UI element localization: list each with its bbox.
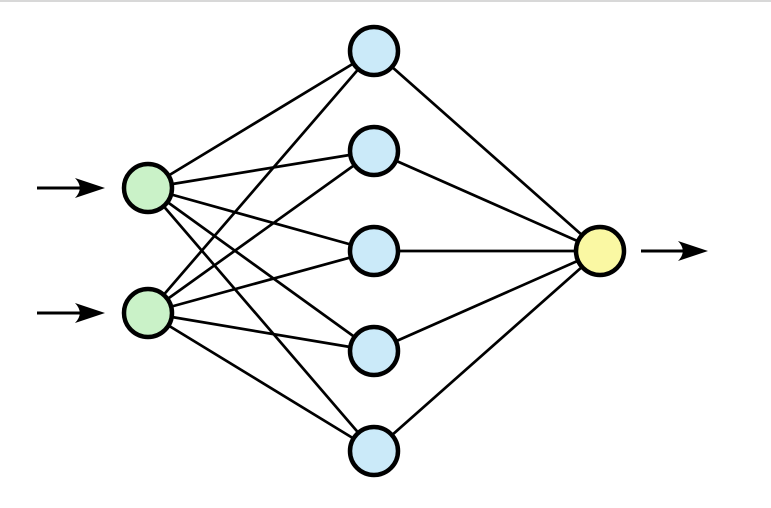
input-arrow-2-head [75, 303, 105, 323]
edge-input1-to-hidden5 [146, 187, 376, 452]
hidden-node-4 [347, 324, 401, 378]
input-arrow-1-head [75, 178, 105, 198]
edge-input1-to-hidden3 [147, 186, 375, 253]
input-arrow-1 [37, 178, 105, 198]
edge-input2-to-hidden5 [147, 311, 375, 453]
output-node-1 [573, 224, 627, 278]
edge-input2-to-hidden3 [147, 249, 375, 315]
input-node-2 [121, 286, 175, 340]
hidden-node-5 [347, 424, 401, 478]
hidden-node-3 [347, 224, 401, 278]
edge-input1-to-hidden1 [147, 49, 375, 190]
top-border-line [0, 0, 771, 2]
input-node-1 [121, 161, 175, 215]
edge-input2-to-hidden4 [147, 311, 375, 353]
edge-hidden4-to-output1 [373, 249, 601, 353]
edges-group [146, 49, 601, 453]
edge-input2-to-hidden1 [146, 50, 376, 314]
hidden-node-2 [347, 124, 401, 178]
edge-input1-to-hidden4 [147, 186, 375, 353]
input-arrow-2 [37, 303, 105, 323]
edge-input2-to-hidden2 [147, 149, 375, 315]
edge-input1-to-hidden2 [147, 149, 375, 190]
edge-hidden5-to-output1 [373, 249, 601, 453]
border-group [0, 0, 771, 2]
output-arrow-head [678, 241, 708, 261]
edge-hidden2-to-output1 [373, 149, 601, 253]
hidden-node-1 [347, 24, 401, 78]
output-arrow [641, 241, 708, 261]
edge-hidden1-to-output1 [373, 49, 601, 253]
arrows-group [37, 178, 708, 323]
nodes-group [121, 24, 627, 478]
